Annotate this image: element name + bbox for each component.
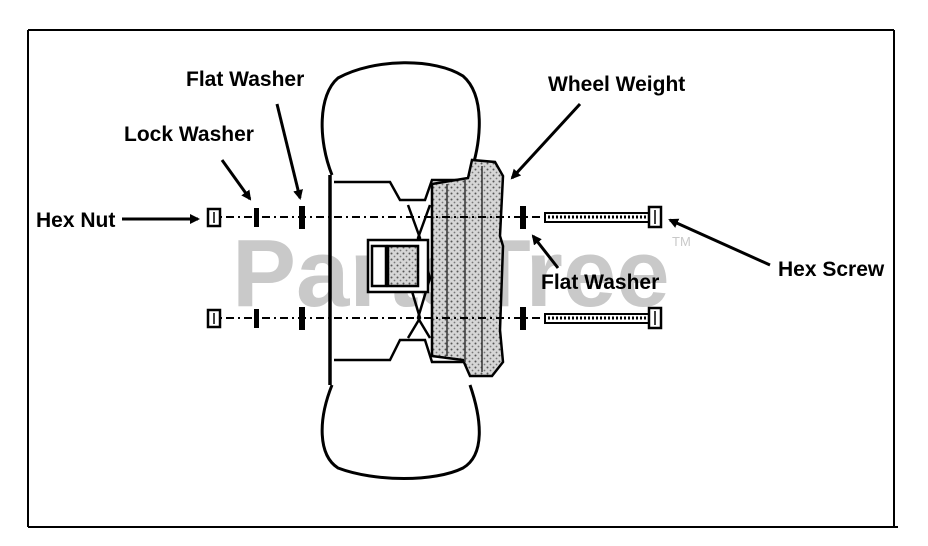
label-flat-washer-top: Flat Washer <box>186 68 304 91</box>
label-flat-washer-bottom: Flat Washer <box>541 271 659 294</box>
part-labels: Hex Nut Lock Washer Flat Washer Wheel We… <box>36 68 885 294</box>
tire-lower <box>320 384 481 480</box>
lower-fastener-stack <box>206 306 663 330</box>
lower-flat-washer-inner <box>299 307 305 330</box>
arrow-flat-washer-top <box>275 103 303 200</box>
upper-lock-washer <box>254 208 259 227</box>
lower-flat-washer-outer <box>520 307 526 330</box>
tire-upper <box>320 61 481 176</box>
upper-flat-washer-inner <box>299 206 305 229</box>
arrow-lock-washer <box>220 159 252 201</box>
label-hex-screw: Hex Screw <box>778 258 885 281</box>
arrow-flat-washer-bottom <box>531 234 560 269</box>
watermark-trademark: TM <box>672 234 691 249</box>
wheel-weight <box>430 158 505 378</box>
arrow-hex-screw <box>668 218 771 267</box>
lower-lock-washer <box>254 309 259 328</box>
upper-flat-washer-outer <box>520 206 526 229</box>
leader-arrows <box>122 102 771 269</box>
tire <box>320 61 481 480</box>
label-wheel-weight: Wheel Weight <box>548 73 685 96</box>
label-lock-washer: Lock Washer <box>124 123 254 146</box>
axle-hub <box>366 238 430 294</box>
diagram-frame <box>27 29 898 528</box>
wheel-rim <box>328 175 465 385</box>
arrow-wheel-weight <box>510 102 582 180</box>
label-hex-nut: Hex Nut <box>36 209 115 232</box>
upper-fastener-stack <box>206 205 663 229</box>
